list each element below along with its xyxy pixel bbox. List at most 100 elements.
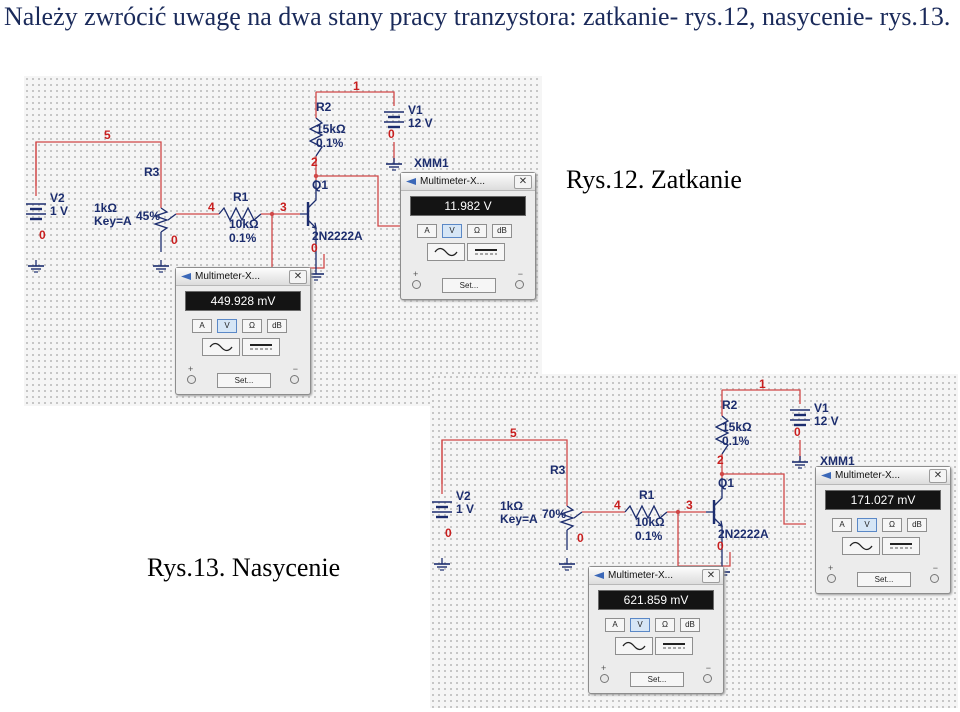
- dc-line-icon: [250, 344, 272, 350]
- r3-percent: 45%: [136, 209, 161, 223]
- r3-value: 1kΩ: [94, 201, 117, 215]
- ac-mode-button[interactable]: [202, 338, 240, 356]
- node-2-label: 2: [717, 453, 724, 467]
- multimeter-title: Multimeter-X...: [420, 176, 486, 187]
- close-icon[interactable]: ✕: [289, 270, 307, 284]
- r3-percent: 70%: [542, 507, 567, 521]
- mode-db-button[interactable]: dB: [680, 618, 700, 632]
- multimeter-icon: [594, 572, 604, 579]
- resistor-r1-zigzag: [218, 206, 262, 222]
- multimeter-title-bar[interactable]: Multimeter-X... ✕: [401, 173, 535, 191]
- xmm1-label: XMM1: [820, 454, 855, 468]
- multimeter-title-bar[interactable]: Multimeter-X... ✕: [816, 467, 950, 485]
- mode-volt-button[interactable]: V: [442, 224, 462, 238]
- dc-mode-button[interactable]: [467, 243, 505, 261]
- ground-v1-label: 0: [388, 127, 395, 141]
- positive-terminal-label: +: [601, 663, 607, 673]
- ac-mode-button[interactable]: [842, 537, 880, 555]
- multimeter-reading: 449.928 mV: [185, 291, 301, 311]
- mode-ampere-button[interactable]: A: [605, 618, 625, 632]
- circuit-wiring: [432, 389, 810, 579]
- r1-value: 10kΩ: [635, 515, 665, 529]
- settings-button[interactable]: Set...: [857, 572, 911, 587]
- negative-terminal[interactable]: [515, 280, 524, 289]
- mode-db-button[interactable]: dB: [492, 224, 512, 238]
- mode-ohm-button[interactable]: Ω: [882, 518, 902, 532]
- ac-wave-icon: [849, 541, 873, 551]
- close-icon[interactable]: ✕: [929, 469, 947, 483]
- dc-mode-button[interactable]: [882, 537, 920, 555]
- xmm1-label: XMM1: [414, 156, 449, 170]
- ac-mode-button[interactable]: [427, 243, 465, 261]
- dc-mode-button[interactable]: [242, 338, 280, 356]
- r3-key: Key=A: [94, 214, 132, 228]
- multimeter-icon: [181, 273, 191, 280]
- mode-db-button[interactable]: dB: [907, 518, 927, 532]
- mode-ampere-button[interactable]: A: [832, 518, 852, 532]
- q1-model: 2N2222A: [718, 527, 769, 541]
- multimeter-title-bar[interactable]: Multimeter-X...✕: [589, 567, 723, 585]
- q1-name: Q1: [718, 476, 735, 490]
- node-5-label: 5: [510, 426, 517, 440]
- close-icon[interactable]: ✕: [702, 569, 720, 583]
- multimeter-title-bar[interactable]: Multimeter-X...✕: [176, 268, 310, 286]
- r1-name: R1: [233, 190, 249, 204]
- ac-wave-icon: [434, 247, 458, 257]
- ground-r3-label: 0: [171, 233, 178, 247]
- junction-net-3: [675, 509, 681, 515]
- negative-terminal[interactable]: [930, 574, 939, 583]
- r1-value: 10kΩ: [229, 217, 259, 231]
- r3-key: Key=A: [500, 512, 538, 526]
- mode-ohm-button[interactable]: Ω: [655, 618, 675, 632]
- mode-ohm-button[interactable]: Ω: [242, 319, 262, 333]
- positive-terminal[interactable]: [600, 674, 609, 683]
- wire-net-1: [722, 389, 801, 404]
- mode-volt-button[interactable]: V: [857, 518, 877, 532]
- page-heading: Należy zwrócić uwagę na dwa stany pracy …: [4, 2, 951, 31]
- v1-value: 12 V: [408, 116, 433, 130]
- ac-mode-button[interactable]: [615, 637, 653, 655]
- settings-button[interactable]: Set...: [630, 672, 684, 687]
- ac-wave-icon: [209, 342, 233, 352]
- node-3-label: 3: [686, 498, 693, 512]
- r3-name: R3: [144, 165, 160, 179]
- junction-net-3: [269, 211, 275, 217]
- mode-volt-button[interactable]: V: [217, 319, 237, 333]
- ground-r3-label: 0: [577, 531, 584, 545]
- junction-net-2: [313, 173, 319, 179]
- negative-terminal-label: −: [932, 563, 938, 573]
- r2-name: R2: [722, 398, 738, 412]
- mode-volt-button[interactable]: V: [630, 618, 650, 632]
- r1-tolerance: 0.1%: [635, 529, 663, 543]
- positive-terminal[interactable]: [827, 574, 836, 583]
- negative-terminal-label: −: [517, 269, 523, 279]
- positive-terminal-label: +: [188, 364, 194, 374]
- multimeter-reading: 171.027 mV: [825, 490, 941, 510]
- settings-button[interactable]: Set...: [442, 278, 496, 293]
- close-icon[interactable]: ✕: [514, 175, 532, 189]
- negative-terminal[interactable]: [290, 375, 299, 384]
- mode-ampere-button[interactable]: A: [417, 224, 437, 238]
- resistor-r1-zigzag: [624, 504, 668, 520]
- mode-ampere-button[interactable]: A: [192, 319, 212, 333]
- r2-tolerance: 0.1%: [722, 434, 750, 448]
- resistor-r2-zigzag: [714, 415, 730, 455]
- multimeter-title: Multimeter-X...: [835, 470, 901, 481]
- negative-terminal-label: −: [292, 364, 298, 374]
- resistor-r3-zigzag: [152, 207, 170, 233]
- negative-terminal[interactable]: [703, 674, 712, 683]
- transistor-q1-arrow: [717, 520, 723, 527]
- transistor-q1-arrow: [311, 222, 317, 229]
- positive-terminal[interactable]: [412, 280, 421, 289]
- dc-mode-button[interactable]: [655, 637, 693, 655]
- mode-ohm-button[interactable]: Ω: [467, 224, 487, 238]
- multimeter-icon: [821, 472, 831, 479]
- ac-wave-icon: [622, 641, 646, 651]
- positive-terminal-label: +: [413, 269, 419, 279]
- settings-button[interactable]: Set...: [217, 373, 271, 388]
- positive-terminal[interactable]: [187, 375, 196, 384]
- mode-db-button[interactable]: dB: [267, 319, 287, 333]
